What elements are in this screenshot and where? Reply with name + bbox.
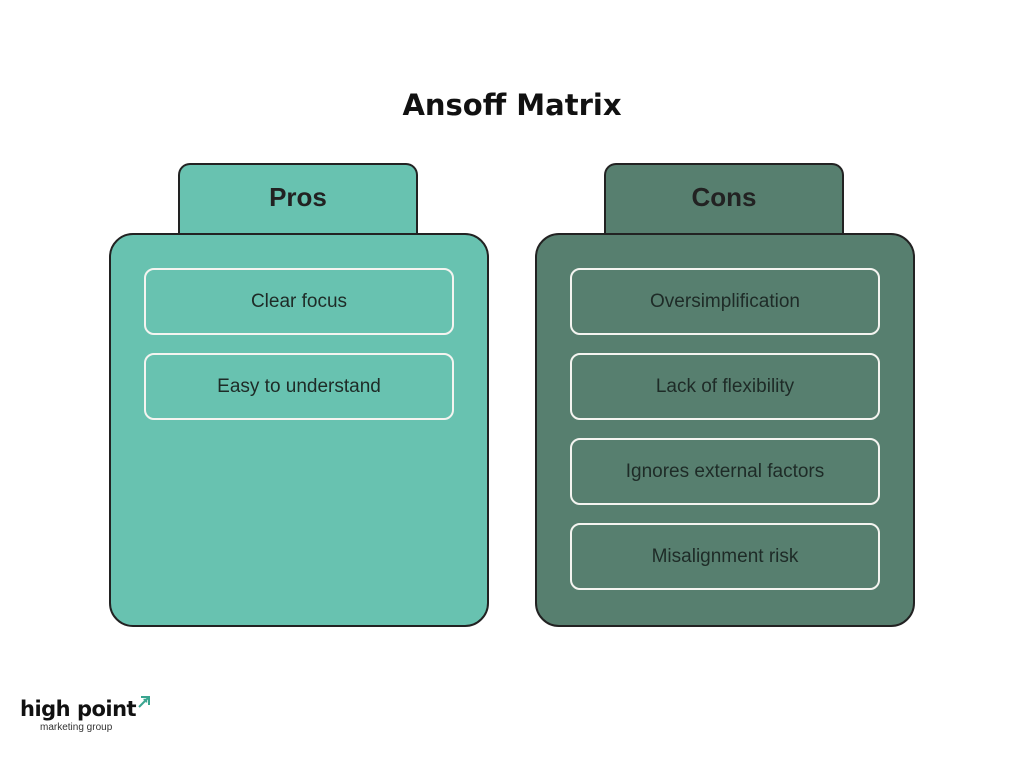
pros-panel: Clear focus Easy to understand (109, 233, 489, 627)
pros-heading-tab: Pros (178, 163, 418, 238)
cons-heading: Cons (691, 182, 757, 212)
cons-column: Cons Oversimplification Lack of flexibil… (535, 163, 915, 627)
cons-item: Oversimplification (570, 268, 880, 335)
pros-item: Clear focus (144, 268, 454, 335)
brand-logo: high point marketing group (20, 696, 151, 733)
cons-item: Lack of flexibility (570, 353, 880, 420)
cons-item: Ignores external factors (570, 438, 880, 505)
cons-panel: Oversimplification Lack of flexibility I… (535, 233, 915, 627)
logo-name: high point (20, 697, 137, 721)
arrow-up-right-icon (138, 696, 151, 708)
logo-tagline: marketing group (40, 722, 113, 733)
pros-column: Pros Clear focus Easy to understand (109, 163, 489, 627)
cons-heading-tab: Cons (604, 163, 844, 238)
cons-item: Misalignment risk (570, 523, 880, 590)
diagram-title: Ansoff Matrix (402, 88, 622, 122)
pros-item: Easy to understand (144, 353, 454, 420)
pros-heading: Pros (269, 182, 327, 212)
